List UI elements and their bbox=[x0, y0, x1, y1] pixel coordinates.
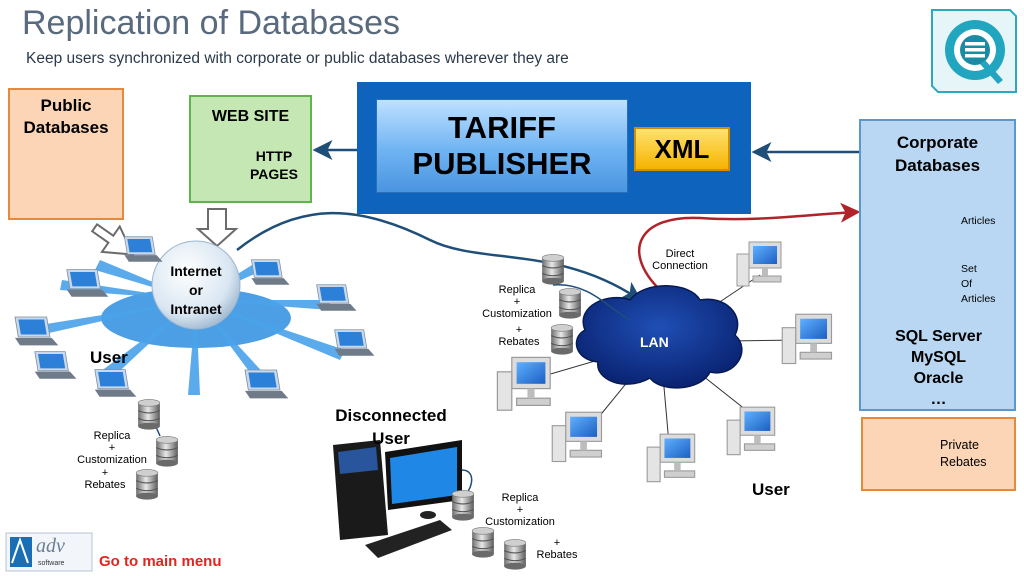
corporate-databases-box: Corporate Databases bbox=[859, 119, 1016, 411]
engine-item: Oracle bbox=[913, 370, 964, 387]
app-logo-icon bbox=[931, 9, 1017, 93]
download-arrow-icon bbox=[90, 208, 239, 256]
plus-text: + bbox=[553, 537, 561, 549]
database-engines-list: SQL Server MySQL Oracle … bbox=[861, 326, 1016, 410]
engine-item: MySQL bbox=[910, 349, 967, 366]
page-subtitle: Keep users synchronized with corporate o… bbox=[26, 50, 569, 67]
customization-text: Customization bbox=[77, 454, 147, 466]
disconnected-user-label: Disconnected User bbox=[320, 404, 462, 450]
internet-label: Internet or Intranet bbox=[158, 262, 234, 319]
plus-text: + bbox=[513, 296, 521, 308]
tariff-line2: PUBLISHER bbox=[412, 146, 592, 181]
set-of-articles-line3: Articles bbox=[961, 293, 996, 305]
adv-logo-text: adv bbox=[36, 535, 65, 557]
rebates-text: Rebates bbox=[536, 549, 578, 561]
tariff-line1: TARIFF bbox=[448, 110, 556, 145]
rebates-text: Rebates bbox=[498, 336, 540, 348]
rebates-text: Rebates bbox=[84, 479, 126, 491]
plus-text: + bbox=[515, 324, 523, 336]
internet-line2: or bbox=[189, 282, 203, 298]
private-rebates-box bbox=[861, 417, 1016, 491]
disconnected-rebates-labels: + Rebates bbox=[532, 537, 582, 561]
website-title: WEB SITE bbox=[211, 108, 290, 125]
replica-text: Replica bbox=[501, 492, 539, 504]
tariff-publisher-box: TARIFF PUBLISHER bbox=[376, 99, 628, 193]
set-of-articles-line1: Set bbox=[961, 263, 977, 275]
left-user-label: User bbox=[90, 348, 128, 367]
lan-label: LAN bbox=[640, 334, 669, 350]
public-db-label-line2: Databases bbox=[23, 118, 109, 137]
customization-text: Customization bbox=[485, 516, 555, 528]
plus-text: + bbox=[516, 504, 524, 516]
disconnected-replica-labels: Replica + Customization bbox=[482, 492, 558, 528]
xml-label: XML bbox=[654, 134, 710, 164]
page-title: Replication of Databases bbox=[22, 4, 401, 42]
engine-item: SQL Server bbox=[895, 328, 982, 345]
direct-connection-label: Direct Connection bbox=[652, 248, 708, 272]
disconnected-line2: User bbox=[372, 429, 410, 448]
http-pages-line2: PAGES bbox=[250, 166, 298, 182]
corporate-label-line2: Databases bbox=[894, 156, 981, 175]
disconnected-line1: Disconnected bbox=[335, 406, 447, 425]
internet-line3: Intranet bbox=[170, 301, 222, 317]
set-of-articles-line2: Of bbox=[961, 278, 973, 290]
replica-text: Replica bbox=[498, 284, 536, 296]
left-rebates-labels: + Rebates bbox=[70, 467, 140, 491]
http-pages-label: HTTP PAGES bbox=[246, 147, 302, 183]
private-rebates-label: Private Rebates bbox=[940, 437, 987, 471]
internet-line1: Internet bbox=[170, 263, 222, 279]
replica-text: Replica bbox=[93, 430, 131, 442]
adv-logo-subtext: software bbox=[38, 560, 65, 567]
right-user-label: User bbox=[752, 480, 790, 499]
xml-badge: XML bbox=[634, 127, 730, 171]
plus-text: + bbox=[108, 442, 116, 454]
desktop-computer-icon bbox=[333, 440, 473, 558]
private-line1: Private bbox=[940, 438, 979, 452]
set-of-articles-label: Set Of Articles bbox=[961, 262, 995, 307]
adv-logo-icon bbox=[5, 532, 93, 572]
public-db-label-line1: Public bbox=[40, 96, 92, 115]
engine-item: … bbox=[930, 391, 947, 408]
http-pages-line1: HTTP bbox=[255, 148, 293, 164]
direct-line2: Connection bbox=[652, 260, 708, 272]
left-replica-labels: Replica + Customization bbox=[60, 430, 164, 466]
go-to-main-menu-link[interactable]: Go to main menu bbox=[99, 553, 222, 570]
corporate-label-line1: Corporate bbox=[896, 133, 979, 152]
lan-replica-labels: Replica + Customization bbox=[478, 284, 556, 320]
plus-text: + bbox=[101, 467, 109, 479]
customization-text: Customization bbox=[482, 308, 552, 320]
internet-network-graphic bbox=[14, 236, 375, 399]
articles-label: Articles bbox=[961, 215, 996, 227]
website-box: WEB SITE bbox=[189, 95, 312, 203]
public-databases-box: Public Databases bbox=[8, 88, 124, 220]
lan-rebates-labels: + Rebates bbox=[494, 324, 544, 348]
private-line2: Rebates bbox=[940, 455, 987, 469]
direct-line1: Direct bbox=[665, 248, 695, 260]
